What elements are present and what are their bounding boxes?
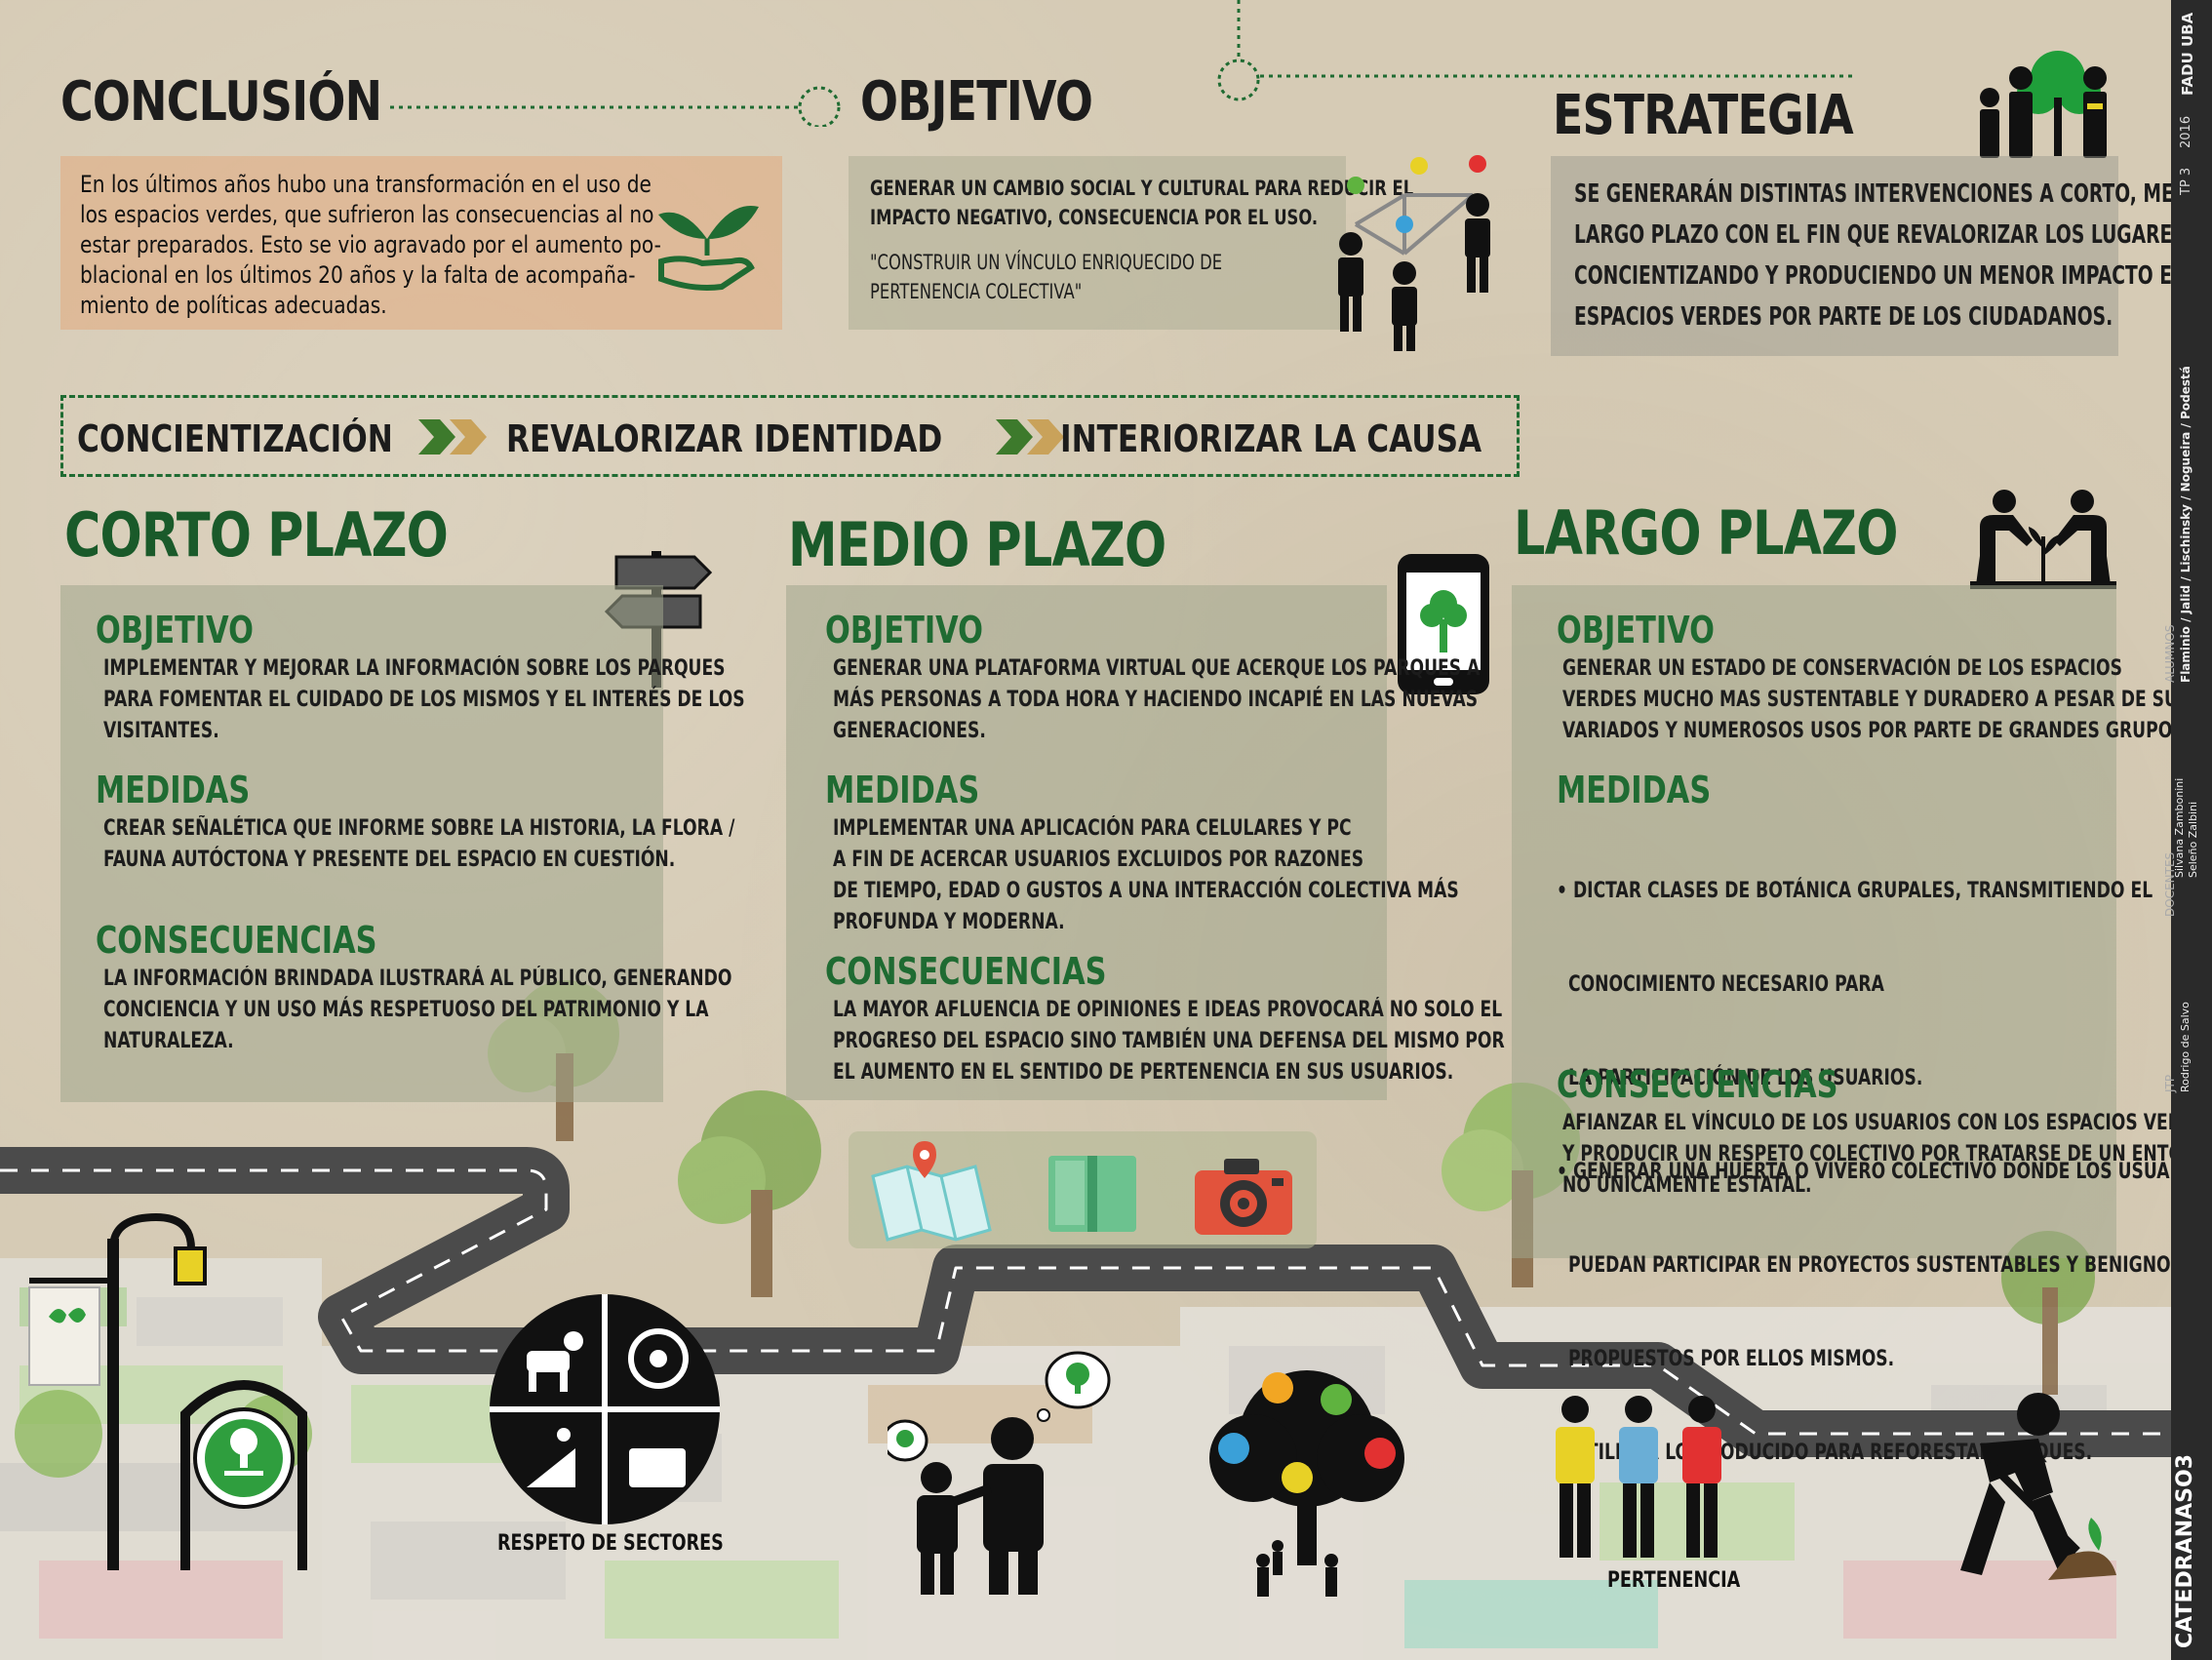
corto-title: CORTO PLAZO [64, 499, 449, 571]
largo-med-line: PROPUESTOS POR ELLOS MISMOS. [1557, 1347, 1895, 1371]
largo-con-line: Y PRODUCIR UN RESPETO COLECTIVO POR TRAT… [1562, 1142, 2212, 1166]
medio-objetivo-label: OBJETIVO [825, 609, 983, 652]
medio-med-line: PROFUNDA Y MODERNA. [833, 910, 1065, 934]
estrategia-line: ESPACIOS VERDES POR PARTE DE LOS CIUDADA… [1574, 302, 2113, 332]
sidebar-jtp-label: JTP [2163, 1074, 2177, 1092]
objetivo-panel: GENERAR UN CAMBIO SOCIAL Y CULTURAL PARA… [849, 156, 1413, 330]
conclusion-title: CONCLUSIÓN [60, 70, 382, 134]
people-pertenencia-icon [1556, 1396, 1721, 1558]
medio-consecuencias-label: CONSECUENCIAS [825, 950, 1107, 993]
sidebar-alumnos-label: ALUMNOS [2163, 624, 2177, 683]
corto-consecuencias-label: CONSECUENCIAS [96, 919, 377, 962]
family-tree-icon [1980, 51, 2107, 158]
street-lamp-sign-icon [28, 1212, 307, 1570]
sidebar-fadu: FADU UBA [2179, 12, 2196, 96]
largo-panel: OBJETIVO GENERAR UN ESTADO DE CONSERVACI… [1512, 585, 2212, 1465]
medio-icons-panel [849, 1131, 1317, 1248]
objetivo-line: GENERAR UN CAMBIO SOCIAL Y CULTURAL PARA… [870, 177, 1414, 200]
objetivo-quote-line: PERTENENCIA COLECTIVA" [870, 280, 1083, 303]
gardener-digging-icon [1960, 1393, 2116, 1580]
medio-title: MEDIO PLAZO [788, 509, 1166, 580]
largo-med-line: • DICTAR CLASES DE BOTÁNICA GRUPALES, TR… [1557, 879, 2153, 903]
medio-panel: OBJETIVO GENERAR UNA PLATAFORMA VIRTUAL … [786, 585, 1505, 1100]
estrategia-line: LARGO PLAZO CON EL FIN QUE REVALORIZAR L… [1574, 220, 2192, 250]
hands-planting-icon [1970, 490, 2116, 589]
sidebar-catedra: CATEDRANASO3 [2173, 1453, 2197, 1648]
step-interiorizar: INTERIORIZAR LA CAUSA [1060, 417, 1482, 460]
conclusion-line: blacional en los últimos 20 años y la fa… [80, 261, 636, 289]
idea-tree-icon [1209, 1370, 1404, 1597]
sidebar [2171, 0, 2212, 1660]
parent-child-thinking-icon [888, 1351, 1111, 1595]
chevron-right-icon [418, 419, 487, 455]
sidebar-docentes-1: Silvana Zambonini [2173, 777, 2186, 878]
conclusion-line: En los últimos años hubo una transformac… [80, 171, 652, 198]
chevron-right-icon [996, 419, 1064, 455]
hand-sprout-icon [658, 205, 759, 291]
medio-obj-line: GENERACIONES. [833, 719, 986, 743]
corto-medidas-label: MEDIDAS [96, 769, 251, 811]
corto-med-line: FAUNA AUTÓCTONA Y PRESENTE DEL ESPACIO E… [103, 848, 676, 872]
largo-obj-line: VERDES MUCHO MAS SUSTENTABLE Y DURADERO … [1562, 688, 2191, 712]
conclusion-line: miento de políticas adecuadas. [80, 292, 387, 319]
largo-medidas-label: MEDIDAS [1557, 769, 1712, 811]
corto-obj-line: PARA FOMENTAR EL CUIDADO DE LOS MISMOS Y… [103, 688, 745, 712]
step-concientizacion: CONCIENTIZACIÓN [77, 417, 393, 460]
estrategia-line: CONCIENTIZANDO Y PRODUCIENDO UN MENOR IM… [1574, 261, 2212, 291]
pertenencia-label: PERTENENCIA [1607, 1568, 1741, 1593]
camera-icon [1195, 1159, 1292, 1235]
largo-med-line: LA PARTICIPACIÓN DE LOS USUARIOS. [1557, 1066, 1923, 1090]
largo-consecuencias-label: CONSECUENCIAS [1557, 1063, 1838, 1106]
respeto-label: RESPETO DE SECTORES [497, 1531, 724, 1556]
conclusion-line: los espacios verdes, que sufrieron las c… [80, 201, 654, 228]
medio-obj-line: GENERAR UNA PLATAFORMA VIRTUAL QUE ACERQ… [833, 656, 1481, 681]
corto-obj-line: IMPLEMENTAR Y MEJORAR LA INFORMACIÓN SOB… [103, 656, 726, 681]
largo-objetivo-label: OBJETIVO [1557, 609, 1715, 652]
corto-objetivo-label: OBJETIVO [96, 609, 254, 652]
largo-obj-line: GENERAR UN ESTADO DE CONSERVACIÓN DE LOS… [1562, 656, 2122, 681]
sidebar-tp: TP 3 [2179, 167, 2193, 195]
corto-med-line: CREAR SEÑALÉTICA QUE INFORME SOBRE LA HI… [103, 816, 735, 841]
largo-title: LARGO PLAZO [1514, 497, 1898, 569]
medio-con-line: LA MAYOR AFLUENCIA DE OPINIONES E IDEAS … [833, 998, 1503, 1022]
medio-med-line: A FIN DE ACERCAR USUARIOS EXCLUIDOS POR … [833, 848, 1364, 872]
corto-con-line: CONCIENCIA Y UN USO MÁS RESPETUOSO DEL P… [103, 998, 709, 1022]
medio-con-line: PROGRESO DEL ESPACIO SINO TAMBIÉN UNA DE… [833, 1029, 1505, 1053]
largo-med-line: PUEDAN PARTICIPAR EN PROYECTOS SUSTENTAB… [1557, 1253, 2184, 1278]
largo-con-line: AFIANZAR EL VÍNCULO DE LOS USUARIOS CON … [1562, 1111, 2212, 1135]
medio-med-line: IMPLEMENTAR UNA APLICACIÓN PARA CELULARE… [833, 816, 1352, 841]
sidebar-year: 2016 [2179, 115, 2193, 148]
largo-obj-line: VARIADOS Y NUMEROSOS USOS POR PARTE DE G… [1562, 719, 2192, 743]
steps-bar: CONCIENTIZACIÓN REVALORIZAR IDENTIDAD IN… [60, 395, 1520, 477]
objetivo-title: OBJETIVO [860, 70, 1093, 134]
objetivo-quote-line: "CONSTRUIR UN VÍNCULO ENRIQUECIDO DE [870, 251, 1223, 274]
conclusion-line: estar preparados. Esto se vio agravado p… [80, 231, 661, 258]
estrategia-line: SE GENERARÁN DISTINTAS INTERVENCIONES A … [1574, 179, 2212, 209]
sidebar-jtp: Rodrigo de Salvo [2179, 1002, 2192, 1092]
medio-con-line: EL AUMENTO EN EL SENTIDO DE PERTENENCIA … [833, 1060, 1454, 1085]
smartphone-tree-icon [1398, 554, 1489, 694]
medio-obj-line: MÁS PERSONAS A TODA HORA Y HACIENDO INCA… [833, 688, 1479, 712]
sectors-circle-icon [490, 1294, 720, 1524]
map-icon [871, 1141, 992, 1242]
medio-medidas-label: MEDIDAS [825, 769, 980, 811]
estrategia-title: ESTRATEGIA [1553, 84, 1854, 147]
book-icon [1048, 1156, 1136, 1232]
step-revalorizar: REVALORIZAR IDENTIDAD [506, 417, 943, 460]
connector-lines [390, 0, 1853, 127]
largo-con-line: NO ÚNICAMENTE ESTATAL. [1562, 1173, 1812, 1198]
largo-med-line: CONOCIMIENTO NECESARIO PARA [1557, 972, 1884, 997]
estrategia-panel: SE GENERARÁN DISTINTAS INTERVENCIONES A … [1551, 156, 2212, 356]
corto-obj-line: VISITANTES. [103, 719, 219, 743]
medio-med-line: DE TIEMPO, EDAD O GUSTOS A UNA INTERACCI… [833, 879, 1459, 903]
corto-con-line: LA INFORMACIÓN BRINDADA ILUSTRARÁ AL PÚB… [103, 967, 732, 991]
sidebar-docentes-2: Seleño Zalbini [2187, 801, 2199, 878]
sidebar-alumnos: Flaminio / Jalid / Lischinsky / Nogueira… [2179, 366, 2192, 683]
corto-con-line: NATURALEZA. [103, 1029, 234, 1053]
connected-people-icon [1338, 155, 1490, 351]
objetivo-line: IMPACTO NEGATIVO, CONSECUENCIA POR EL US… [870, 206, 1319, 229]
conclusion-panel: En los últimos años hubo una transformac… [60, 156, 782, 330]
corto-panel: OBJETIVO IMPLEMENTAR Y MEJORAR LA INFORM… [60, 585, 745, 1102]
